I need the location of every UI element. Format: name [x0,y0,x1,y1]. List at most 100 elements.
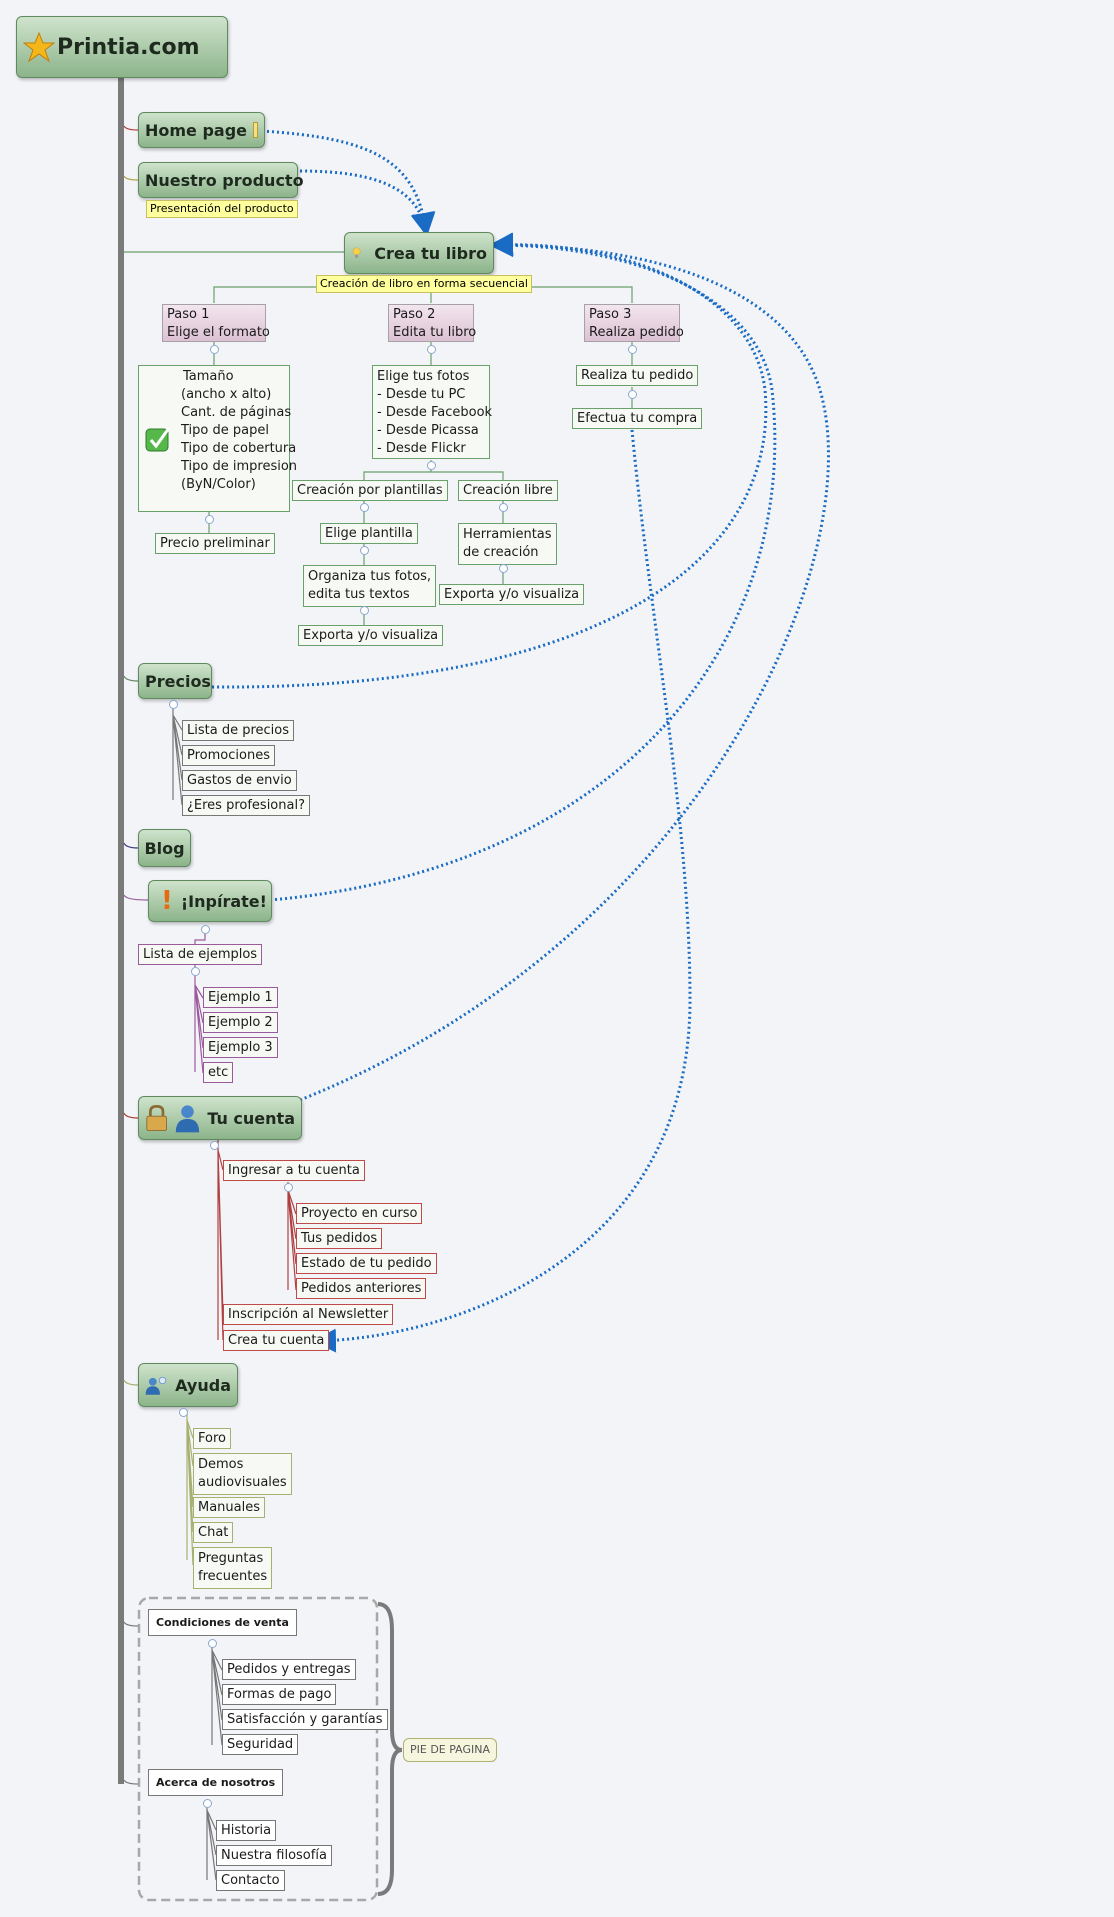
home-page-node[interactable]: Home page [138,112,265,148]
ayuda-item[interactable]: Manuales [193,1497,266,1518]
acerca-item[interactable]: Nuestra filosofía [216,1845,332,1866]
cuenta-sub-item[interactable]: Pedidos anteriores [296,1278,427,1299]
realiza-pedido-node[interactable]: Realiza tu pedido [576,365,699,386]
paso-3-subtitle: Realiza pedido [589,325,684,340]
precios-item[interactable]: Gastos de envio [182,770,297,791]
box-line: (ancho x alto) [181,387,272,402]
acerca-item[interactable]: Contacto [216,1870,285,1891]
elige-plantilla-node[interactable]: Elige plantilla [320,523,418,544]
collapse-toggle[interactable] [427,461,436,470]
paso-1-subtitle: Elige el formato [167,325,270,340]
lista-ejemplos-node[interactable]: Lista de ejemplos [138,944,263,965]
creacion-plantillas-node[interactable]: Creación por plantillas [292,480,448,501]
exporta-libre-node[interactable]: Exporta y/o visualiza [439,584,585,605]
collapse-toggle[interactable] [205,515,214,524]
crea-cuenta-node[interactable]: Crea tu cuenta [223,1330,330,1351]
herramientas-line: Herramientas [463,527,552,542]
herramientas-node[interactable]: Herramientas de creación [458,523,557,565]
relationship-arrows [211,129,830,1353]
creacion-libre-node[interactable]: Creación libre [458,480,558,501]
ejemplo-item[interactable]: Ejemplo 1 [203,987,278,1008]
ayuda-item-line: Preguntas [198,1551,264,1566]
crea-tu-libro-label: Crea tu libro [374,243,487,263]
user-icon [176,1105,200,1133]
collapse-toggle[interactable] [179,1408,188,1417]
lock-icon [146,1104,168,1132]
cuenta-sub-item[interactable]: Tus pedidos [296,1228,383,1249]
condiciones-item[interactable]: Satisfacción y garantías [222,1709,388,1730]
cuenta-sub-item[interactable]: Proyecto en curso [296,1203,423,1224]
collapse-toggle[interactable] [628,390,637,399]
collapse-toggle[interactable] [208,1639,217,1648]
collapse-toggle[interactable] [360,546,369,555]
collapse-toggle[interactable] [210,1141,219,1150]
collapse-toggle[interactable] [203,1799,212,1808]
condiciones-item[interactable]: Formas de pago [222,1684,337,1705]
blog-node[interactable]: Blog [138,829,191,867]
exporta-plantillas-node[interactable]: Exporta y/o visualiza [298,625,444,646]
inspirate-node[interactable]: ! ¡Inpírate! [148,880,272,922]
ayuda-label: Ayuda [175,1375,231,1395]
box-line: - Desde Flickr [377,441,466,456]
organiza-fotos-node[interactable]: Organiza tus fotos, edita tus textos [303,565,437,607]
ayuda-item[interactable]: Demos audiovisuales [193,1453,292,1495]
paso-3-node[interactable]: Paso 3 Realiza pedido [584,304,684,342]
collapse-toggle[interactable] [210,345,219,354]
condiciones-item[interactable]: Pedidos y entregas [222,1659,356,1680]
paso-1-node[interactable]: Paso 1 Elige el formato [162,304,270,342]
root-node[interactable]: Printia.com [16,16,228,78]
ayuda-item[interactable]: Preguntas frecuentes [193,1547,273,1589]
box-line: - Desde Picassa [377,423,479,438]
exclamation-icon: ! [161,886,173,916]
collapse-toggle[interactable] [499,503,508,512]
newsletter-node[interactable]: Inscripción al Newsletter [223,1304,394,1325]
precio-preliminar-node[interactable]: Precio preliminar [155,533,275,554]
ayuda-item[interactable]: Foro [193,1428,231,1449]
box-line: Tipo de impresion [181,459,298,474]
ayuda-node[interactable]: Ayuda [138,1363,238,1407]
condiciones-venta-node[interactable]: Condiciones de venta [148,1609,297,1636]
star-icon [23,31,55,63]
lightbulb-icon [352,247,361,258]
inspirate-label: ¡Inpírate! [180,891,267,911]
collapse-toggle[interactable] [360,606,369,615]
ejemplo-item[interactable]: etc [203,1062,234,1083]
precios-item[interactable]: Lista de precios [182,720,295,741]
collapse-toggle[interactable] [628,345,637,354]
ayuda-item-line: frecuentes [198,1569,268,1584]
footer-brace [377,1602,403,1896]
tu-cuenta-node[interactable]: Tu cuenta [138,1096,302,1140]
precios-item[interactable]: Promociones [182,745,275,766]
cuenta-sub-item[interactable]: Estado de tu pedido [296,1253,437,1274]
paso-2-box[interactable]: Elige tus fotos - Desde tu PC - Desde Fa… [372,365,492,459]
organiza-line: Organiza tus fotos, [308,569,432,584]
precios-node[interactable]: Precios [138,663,212,699]
ayuda-item-line: Demos [198,1457,244,1472]
collapse-toggle[interactable] [360,503,369,512]
collapse-toggle[interactable] [191,967,200,976]
root-label: Printia.com [57,34,200,60]
ejemplo-item[interactable]: Ejemplo 3 [203,1037,278,1058]
box-line: Elige tus fotos [377,369,470,384]
paso-2-node[interactable]: Paso 2 Edita tu libro [388,304,476,342]
precios-item[interactable]: ¿Eres profesional? [182,795,310,816]
collapse-toggle[interactable] [284,1183,293,1192]
collapse-toggle[interactable] [499,564,508,573]
ejemplo-item[interactable]: Ejemplo 2 [203,1012,278,1033]
collapse-toggle[interactable] [427,345,436,354]
collapse-toggle[interactable] [169,700,178,709]
acerca-nosotros-node[interactable]: Acerca de nosotros [148,1769,284,1796]
ayuda-item[interactable]: Chat [193,1522,234,1543]
nuestro-producto-node[interactable]: Nuestro producto [138,162,304,198]
producto-note: Presentación del producto [146,200,298,218]
paso-2-title: Paso 2 [393,307,436,322]
collapse-toggle[interactable] [201,925,210,934]
ingresar-cuenta-node[interactable]: Ingresar a tu cuenta [223,1160,365,1181]
nuestro-producto-label: Nuestro producto [145,170,304,190]
paso-1-box[interactable]: Tamaño (ancho x alto) Cant. de páginas T… [138,365,298,512]
condiciones-item[interactable]: Seguridad [222,1734,299,1755]
efectua-compra-node[interactable]: Efectua tu compra [572,408,703,429]
crea-tu-libro-node[interactable]: Crea tu libro [344,232,494,274]
precios-label: Precios [145,671,211,691]
acerca-item[interactable]: Historia [216,1820,277,1841]
